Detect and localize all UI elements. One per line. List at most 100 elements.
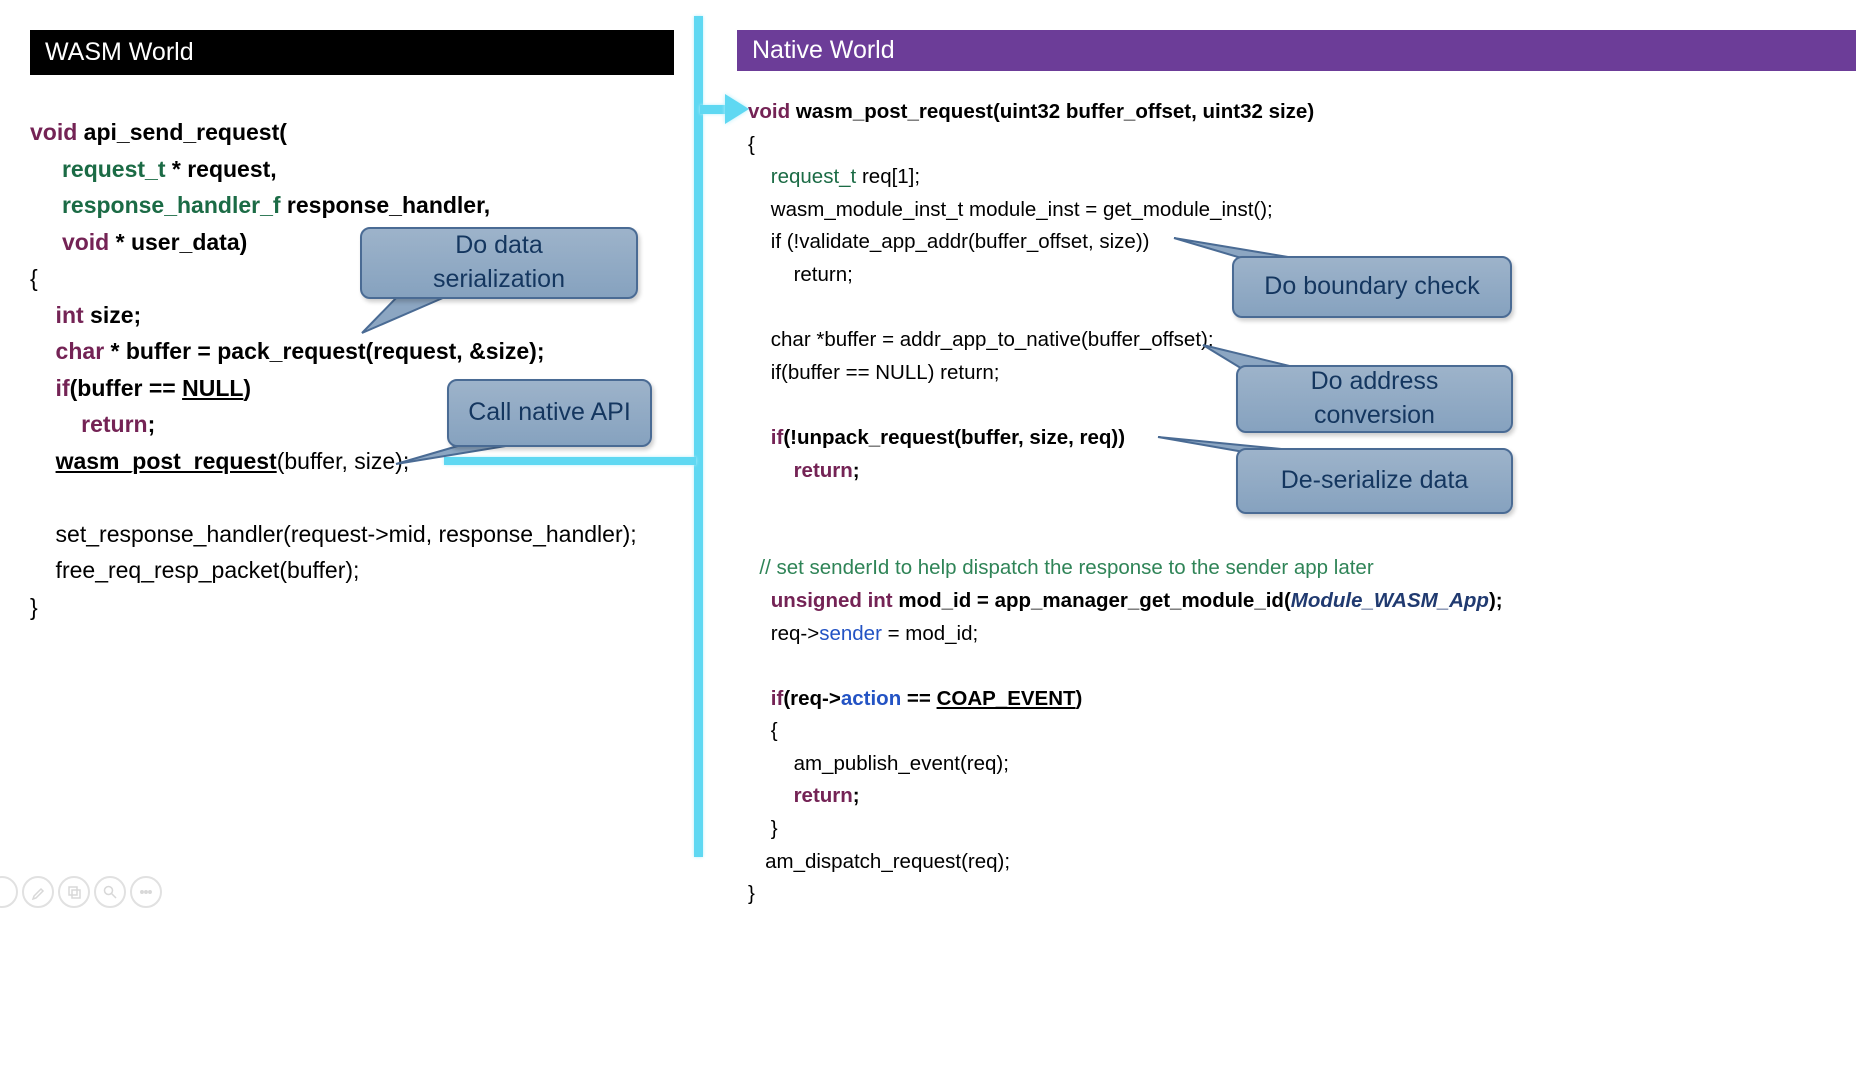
code-line: free_req_resp_packet(buffer); [30,552,637,589]
more-tool-button[interactable] [130,876,162,908]
code-token: if(buffer == NULL) return; [748,360,1000,384]
code-line: { [748,715,1503,748]
code-token: (!unpack_request(buffer, size, req)) [783,425,1126,449]
hidden-tool-button[interactable] [0,876,18,908]
call-flow-arrowhead-icon [725,94,749,124]
call-flow-connector-vertical [694,16,703,857]
code-token: if [30,374,70,401]
copy-tool-button[interactable] [58,876,90,908]
code-token: request_t [30,155,166,182]
code-token: free_req_resp_packet(buffer); [30,557,360,583]
code-line: { [748,129,1503,162]
pen-icon [31,887,45,900]
code-token: } [748,817,778,841]
code-line: if(req->action == COAP_EVENT) [748,683,1503,716]
code-line: void api_send_request( [30,114,637,151]
code-token: ; [147,411,156,437]
code-token: wasm_post_request [55,447,277,474]
code-token: == [901,686,937,710]
code-token: Module_WASM_App [1290,588,1489,612]
wasm-world-title: WASM World [45,38,194,66]
code-token: req[1]; [856,165,921,189]
code-line: return; [30,406,637,443]
code-token: { [748,719,778,743]
code-token: (buffer == [69,374,183,401]
native-world-code-block: void wasm_post_request(uint32 buffer_off… [748,96,1503,911]
wasm-world-code-block: void api_send_request( request_t * reque… [30,114,637,625]
callout-label: De-serialize data [1280,466,1469,495]
code-line: request_t * request, [30,151,637,188]
callout-label: Do boundary check [1264,272,1480,301]
code-line: return; [748,259,1503,292]
code-line: unsigned int mod_id = app_manager_get_mo… [748,585,1503,618]
code-token: void [30,119,78,145]
code-token: // set senderId to help dispatch the res… [748,556,1374,580]
code-token: return; [748,262,853,286]
code-line: { [30,260,637,297]
more-icon [140,890,152,894]
code-line: } [30,589,637,626]
code-token: int [30,301,84,328]
code-token: size; [83,301,142,328]
code-token: action [840,686,902,710]
callout-do-boundary-check: Do boundary check [1232,256,1512,318]
code-token: set_response_handler(request->mid, respo… [30,520,637,547]
code-token: * request, [165,155,277,182]
code-line: am_publish_event(req); [748,748,1503,781]
code-token: = mod_id; [881,621,979,645]
code-token: ) [1075,686,1083,710]
code-line: response_handler_f response_handler, [30,187,637,224]
code-line [30,479,637,516]
code-token: } [748,882,755,906]
code-line: set_response_handler(request->mid, respo… [30,516,637,553]
code-token: response_handler, [280,192,491,218]
code-token: return [748,458,853,482]
zoom-tool-button[interactable] [94,876,126,908]
code-token: wasm_post_request(uint32 buffer_offset, … [790,100,1315,123]
code-line: am_dispatch_request(req); [748,846,1503,879]
code-line: int size; [30,297,637,334]
code-token: mod_id = app_manager_get_module_id( [892,588,1291,612]
code-token: } [30,593,38,620]
callout-label: Call native API [468,398,631,427]
code-token: am_publish_event(req); [748,751,1009,775]
code-line: if(buffer == NULL) return; [748,357,1503,390]
code-line: req->sender = mod_id; [748,618,1503,651]
code-line: if(buffer == NULL) [30,370,637,407]
pen-tool-button[interactable] [22,876,54,908]
code-line: return; [748,780,1503,813]
code-line: void wasm_post_request(uint32 buffer_off… [748,96,1503,129]
code-token: if (!validate_app_addr(buffer_offset, si… [748,230,1150,254]
code-token: { [30,265,38,291]
code-token: return [748,784,853,808]
code-token: if [748,425,784,449]
presenter-toolbar [0,876,162,908]
code-token: { [748,132,755,156]
code-line: void * user_data) [30,224,637,261]
code-line: if (!validate_app_addr(buffer_offset, si… [748,226,1503,259]
copy-icon [68,886,81,899]
code-token: return [30,411,148,437]
callout-label: Do data serialization [432,231,565,293]
code-token: response_handler_f [30,192,281,218]
code-token: void [748,100,791,123]
code-token: ) [243,374,252,401]
code-token: void [30,228,110,255]
code-line: } [748,813,1503,846]
code-token [30,448,56,474]
code-token: NULL [182,374,244,401]
callout-do-address-conversion: Do address conversion [1236,365,1513,433]
call-flow-connector-horizontal [444,457,696,465]
code-token: api_send_request( [77,119,287,145]
callout-label: Do address conversion [1310,367,1439,429]
code-token: ; [852,784,860,808]
code-token: unsigned int [748,588,893,612]
native-world-title: Native World [752,36,895,64]
code-line: // set senderId to help dispatch the res… [748,552,1503,585]
code-line: return; [748,455,1503,488]
code-line [748,520,1503,553]
code-token: * user_data) [109,228,248,255]
code-line: wasm_module_inst_t module_inst = get_mod… [748,194,1503,227]
code-token: request_t [748,165,857,189]
code-line: request_t req[1]; [748,161,1503,194]
